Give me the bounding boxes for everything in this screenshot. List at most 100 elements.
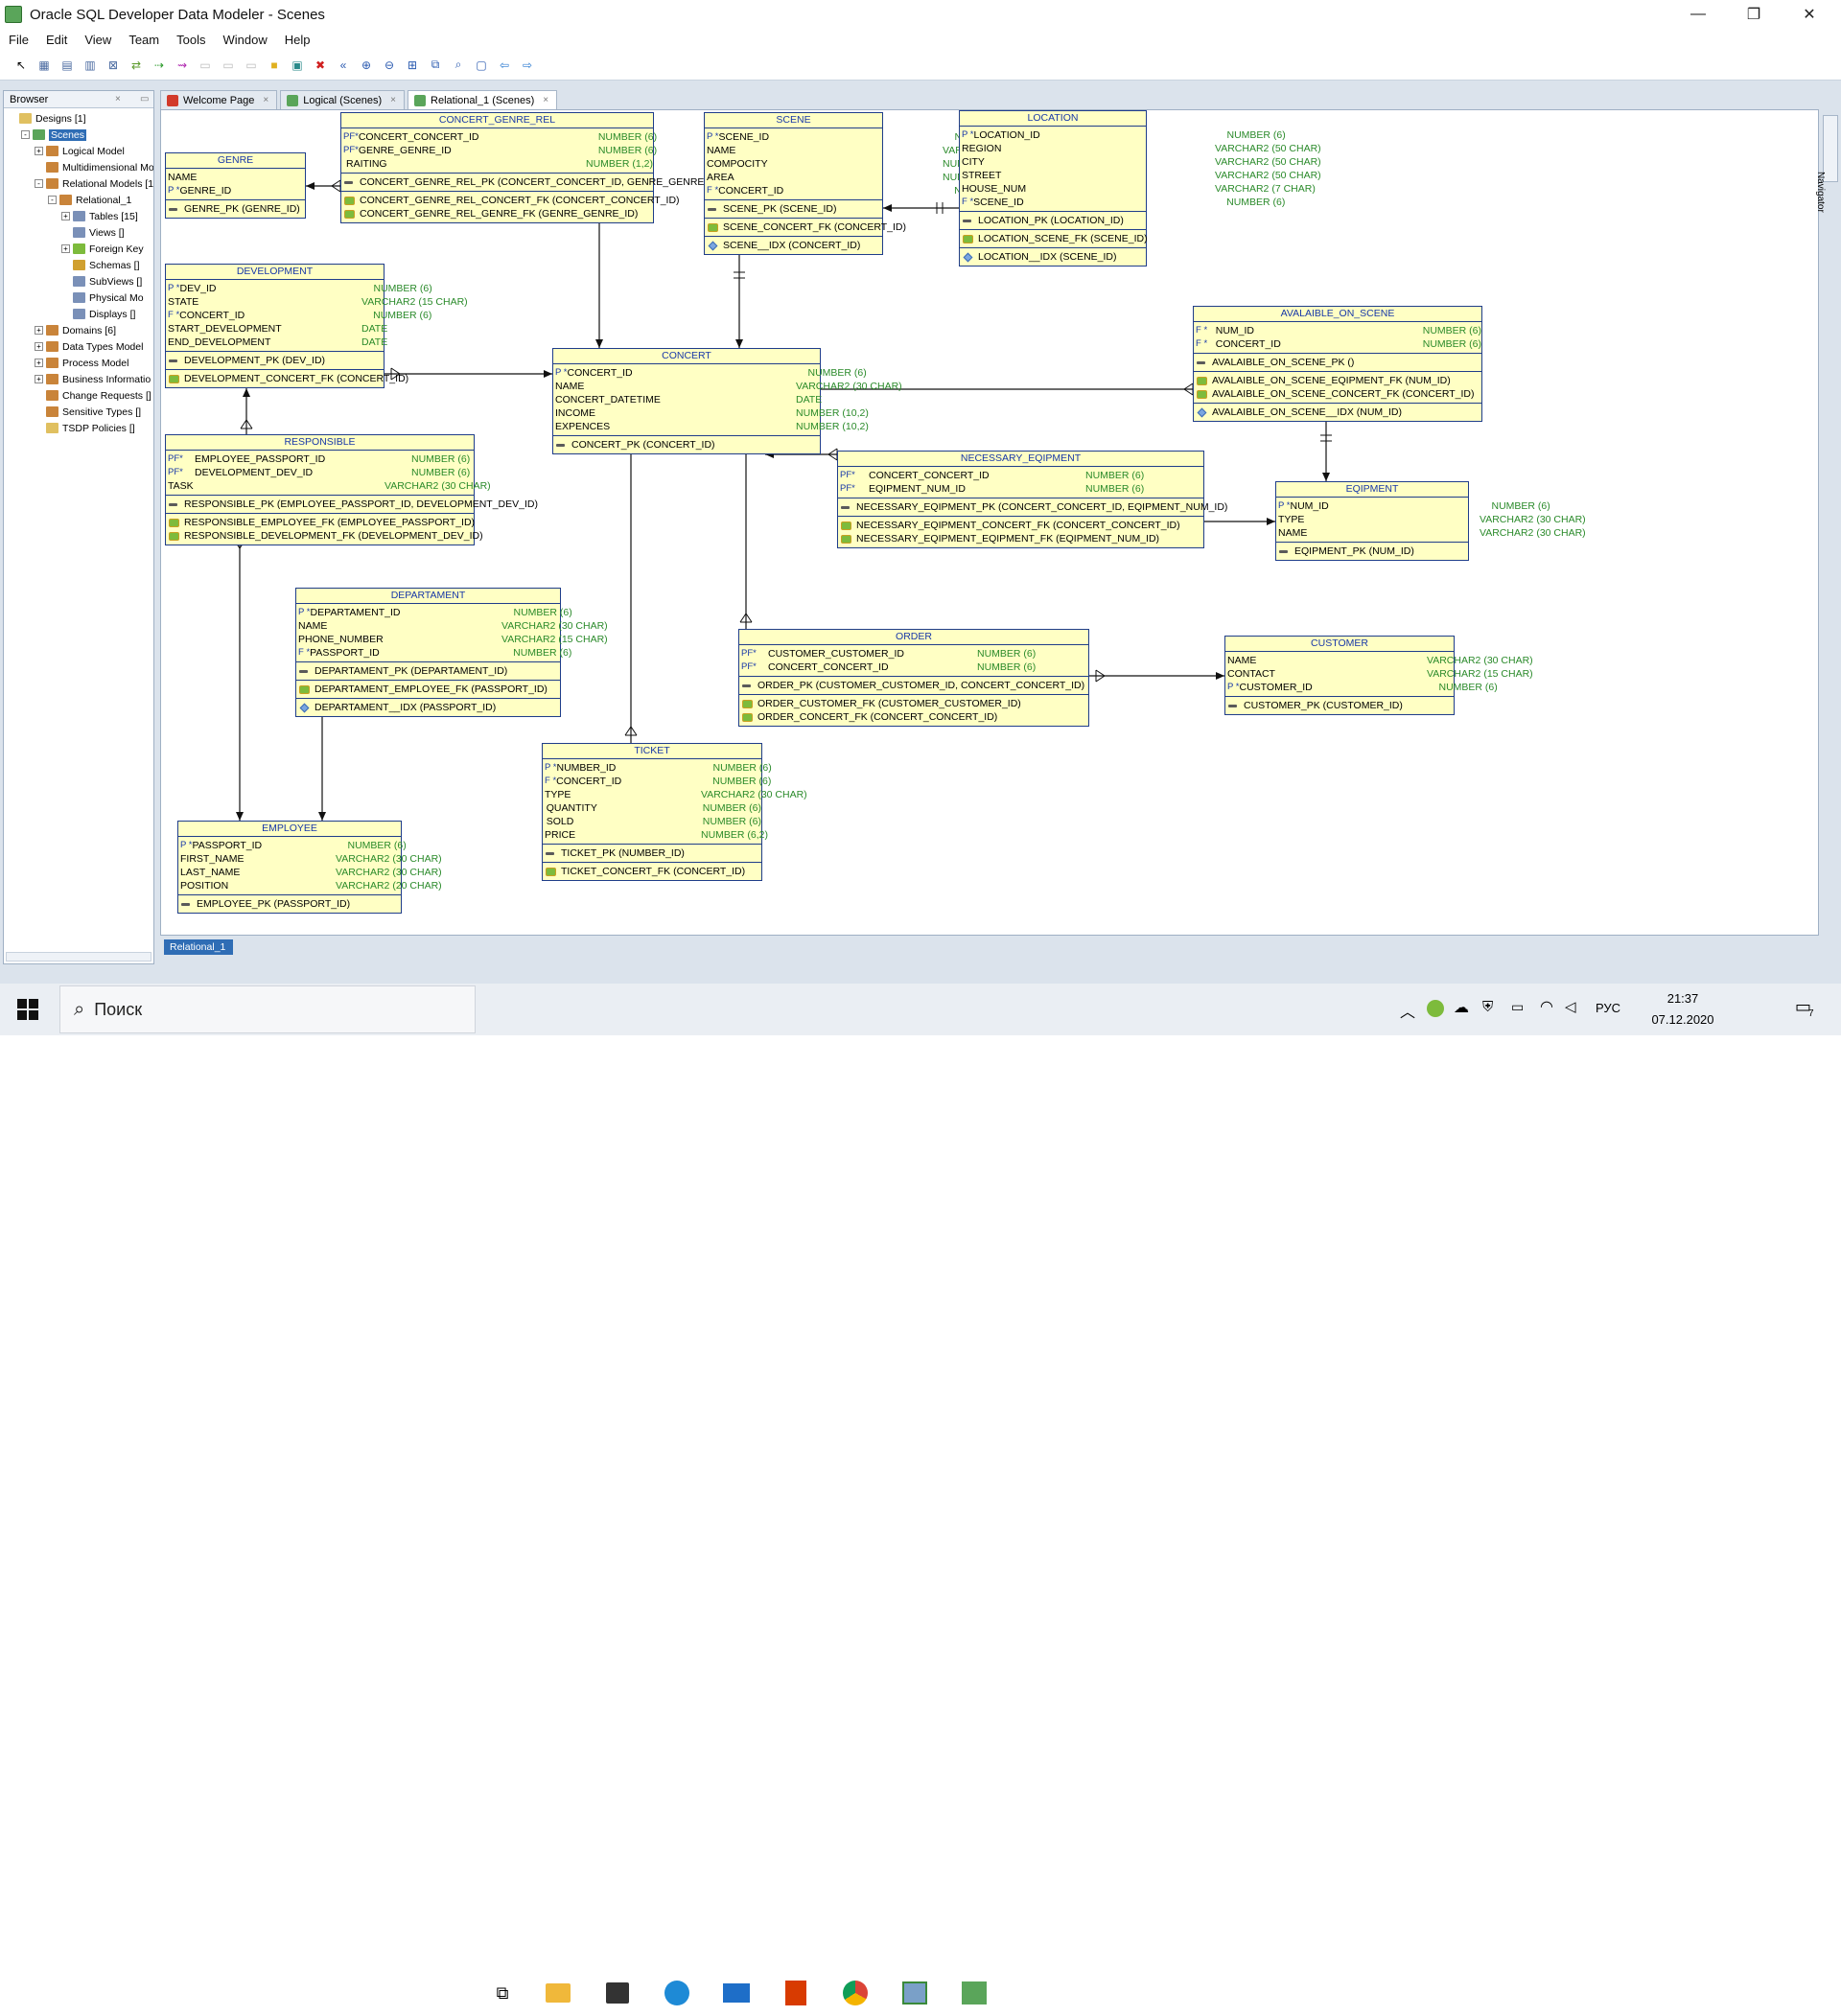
- tree-node[interactable]: Schemas []: [4, 257, 153, 273]
- tab-close-icon[interactable]: ×: [390, 95, 397, 105]
- key-row[interactable]: ORDER_CUSTOMER_FK (CUSTOMER_CUSTOMER_ID): [739, 697, 1088, 710]
- key-row[interactable]: NECESSARY_EQIPMENT_EQIPMENT_FK (EQIPMENT…: [838, 532, 1203, 545]
- minimize-button[interactable]: —: [1690, 6, 1706, 22]
- note-link-icon[interactable]: ▭: [222, 58, 234, 72]
- menu-file[interactable]: File: [9, 32, 29, 47]
- tree-node[interactable]: +Business Informatio: [4, 371, 153, 387]
- navigator-tab[interactable]: Navigator: [1815, 115, 1838, 213]
- tab-logical-scenes-[interactable]: Logical (Scenes)×: [280, 90, 406, 109]
- windows-start-icon[interactable]: [17, 999, 38, 1020]
- notification-icon[interactable]: ▭: [1795, 997, 1812, 1016]
- back-icon[interactable]: ⇦: [499, 58, 510, 72]
- column-row[interactable]: COMPOCITYNUMBER (7): [705, 157, 1001, 171]
- key-row[interactable]: AVALAIBLE_ON_SCENE_EQIPMENT_FK (NUM_ID): [1194, 374, 1481, 387]
- key-row[interactable]: AVALAIBLE_ON_SCENE__IDX (NUM_ID): [1194, 406, 1481, 419]
- split-table-icon[interactable]: ▥: [84, 58, 96, 72]
- horizontal-scrollbar[interactable]: [6, 952, 151, 962]
- battery-icon[interactable]: ▭: [1511, 999, 1525, 1014]
- diagram-canvas[interactable]: GENRENAMEVARCHAR2 (30 CHAR)P *GENRE_IDNU…: [160, 109, 1819, 936]
- tree-node[interactable]: -Scenes: [4, 127, 153, 143]
- expand-toggle-icon[interactable]: -: [48, 196, 57, 204]
- expand-toggle-icon[interactable]: -: [35, 179, 43, 188]
- network-icon[interactable]: ◠: [1540, 999, 1553, 1015]
- key-row[interactable]: DEVELOPMENT_CONCERT_FK (CONCERT_ID): [166, 372, 408, 385]
- volume-icon[interactable]: ◁: [1565, 999, 1576, 1015]
- delete-icon[interactable]: ✖: [315, 58, 326, 72]
- key-row[interactable]: CONCERT_GENRE_REL_GENRE_FK (GENRE_GENRE_…: [341, 207, 653, 220]
- browser-close-icon[interactable]: ×: [115, 94, 121, 104]
- key-row[interactable]: EQIPMENT_PK (NUM_ID): [1276, 545, 1468, 558]
- fit-screen-icon[interactable]: ⊞: [407, 58, 418, 72]
- tree-node[interactable]: Sensitive Types []: [4, 404, 153, 420]
- tree-node[interactable]: +Data Types Model: [4, 338, 153, 355]
- tab-close-icon[interactable]: ×: [263, 95, 269, 105]
- key-row[interactable]: CONCERT_GENRE_REL_CONCERT_FK (CONCERT_CO…: [341, 194, 680, 207]
- key-row[interactable]: TICKET_PK (NUMBER_ID): [543, 846, 761, 860]
- tree-node[interactable]: -Relational Models [1: [4, 175, 153, 192]
- entity-genre[interactable]: GENRENAMEVARCHAR2 (30 CHAR)P *GENRE_IDNU…: [165, 152, 464, 219]
- key-row[interactable]: EMPLOYEE_PK (PASSPORT_ID): [178, 897, 401, 911]
- column-row[interactable]: AREANUMBER (6,2): [705, 171, 1010, 184]
- expand-toggle-icon[interactable]: +: [35, 359, 43, 367]
- key-row[interactable]: LOCATION__IDX (SCENE_ID): [960, 250, 1146, 264]
- menu-view[interactable]: View: [84, 32, 112, 47]
- key-row[interactable]: DEVELOPMENT_PK (DEV_ID): [166, 354, 384, 367]
- new-relation-icon[interactable]: ⇢: [153, 58, 165, 72]
- forward-icon[interactable]: ⇨: [522, 58, 533, 72]
- file-explorer-icon[interactable]: [535, 1970, 581, 2016]
- menu-window[interactable]: Window: [222, 32, 268, 47]
- menu-tools[interactable]: Tools: [176, 32, 206, 47]
- zoom-out-icon[interactable]: ⊖: [384, 58, 395, 72]
- zoom-in-icon[interactable]: ⊕: [361, 58, 372, 72]
- clock-date[interactable]: 07.12.2020: [1651, 1012, 1714, 1027]
- layout-icon[interactable]: ⧉: [431, 58, 440, 71]
- key-row[interactable]: NECESSARY_EQIPMENT_PK (CONCERT_CONCERT_I…: [838, 500, 1227, 514]
- key-row[interactable]: SCENE_CONCERT_FK (CONCERT_ID): [705, 220, 906, 234]
- key-row[interactable]: AVALAIBLE_ON_SCENE_PK (): [1194, 356, 1481, 369]
- tree-node[interactable]: TSDP Policies []: [4, 420, 153, 436]
- folder-icon[interactable]: ■: [270, 58, 278, 72]
- tree-node[interactable]: Physical Mo: [4, 290, 153, 306]
- data-modeler-icon[interactable]: [951, 1970, 997, 2016]
- tree-node[interactable]: Multidimensional Mo: [4, 159, 153, 175]
- menu-help[interactable]: Help: [284, 32, 311, 47]
- new-view-icon[interactable]: ▤: [61, 58, 73, 72]
- key-row[interactable]: DEPARTAMENT_EMPLOYEE_FK (PASSPORT_ID): [296, 683, 560, 696]
- expand-toggle-icon[interactable]: +: [35, 147, 43, 155]
- tree-node[interactable]: -Relational_1: [4, 192, 153, 208]
- task-view-icon[interactable]: ⧉: [496, 1982, 509, 2003]
- find-icon[interactable]: ⌕: [454, 58, 462, 71]
- key-row[interactable]: NECESSARY_EQIPMENT_CONCERT_FK (CONCERT_C…: [838, 519, 1203, 532]
